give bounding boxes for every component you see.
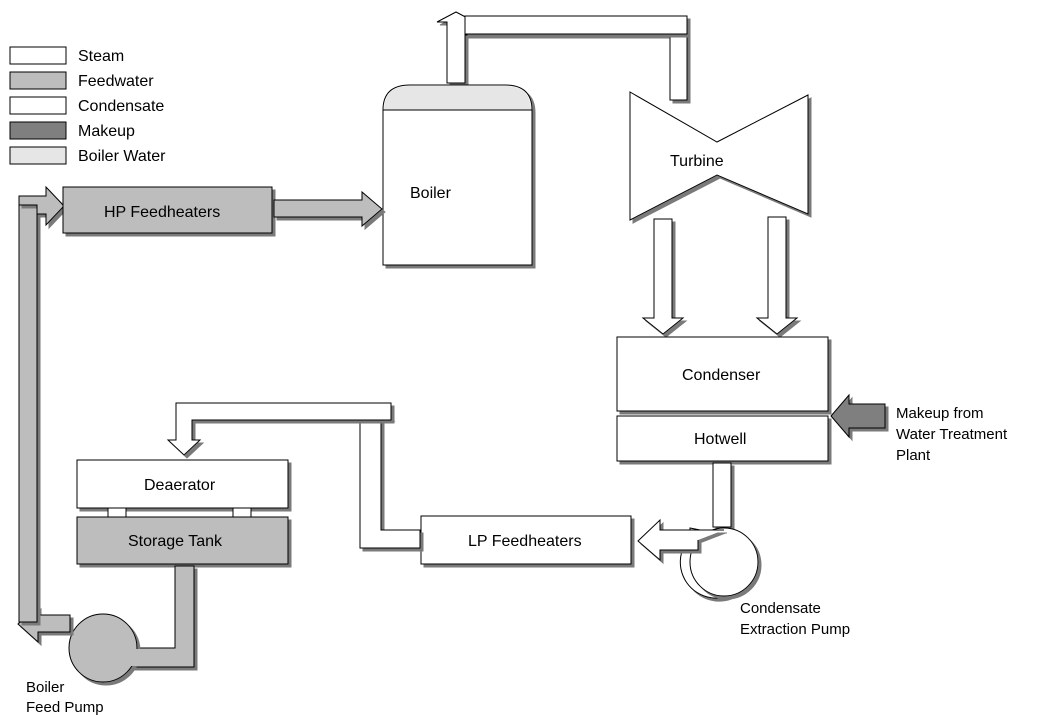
condenser [616, 336, 829, 412]
makeup-label-line3: Plant [896, 447, 931, 464]
condensate-riser-pipe [349, 404, 421, 549]
legend-label-makeup: Makeup [78, 123, 135, 140]
feedwater-arrow-hp-to-boiler [273, 190, 383, 228]
hotwell-label: Hotwell [694, 431, 746, 448]
steam-arrow-turbine-to-condenser-right [755, 216, 799, 335]
storage-tank [76, 516, 289, 565]
boiler-water-dome [384, 86, 531, 110]
lp-feedheaters-label: LP Feedheaters [468, 533, 582, 550]
makeup-arrow [830, 393, 886, 439]
bfp-label-line2: Feed Pump [26, 699, 104, 715]
legend-label-steam: Steam [78, 48, 124, 65]
deaerator-connector-left [107, 507, 127, 518]
legend-label-condensate: Condensate [78, 98, 164, 115]
lp-feedheaters [420, 515, 632, 565]
condensate-top-pipe [166, 402, 392, 456]
condensate-arrow-pump-to-lp [637, 518, 724, 562]
hp-feedheaters-label: HP Feedheaters [104, 204, 220, 221]
legend-swatch-condensate [9, 96, 67, 115]
hotwell [616, 415, 829, 462]
steam-arrow-turbine-to-condenser-left [641, 218, 685, 335]
feedwater-vertical-pipe [18, 203, 38, 623]
deaerator [76, 459, 289, 509]
boiler-label: Boiler [410, 185, 452, 202]
legend-swatch-boiler-water [9, 146, 67, 165]
condensate-pipe-hotwell-to-pump [712, 462, 732, 528]
deaerator-connector-right [232, 507, 252, 518]
boiler-feed-pump [68, 613, 138, 683]
turbine-label: Turbine [670, 153, 724, 170]
turbine [629, 91, 809, 221]
feedwater-arrow-into-hp [18, 185, 65, 227]
cep-casing [689, 527, 759, 597]
condenser-label: Condenser [682, 367, 761, 384]
legend-swatch-feedwater [9, 71, 67, 90]
legend-label-feedwater: Feedwater [78, 73, 154, 90]
bfp-label-line1: Boiler [26, 679, 64, 696]
storage-tank-label: Storage Tank [128, 533, 223, 550]
legend-swatch-steam [9, 46, 67, 65]
legend-swatch-makeup [9, 121, 67, 140]
boiler [382, 84, 533, 266]
cep-label-line1: Condensate [740, 600, 821, 617]
cep-label-line2: Extraction Pump [740, 621, 850, 638]
deaerator-label: Deaerator [144, 477, 216, 494]
hp-feedheaters [62, 186, 273, 234]
legend: Steam Feedwater Condensate Makeup Boiler… [9, 46, 166, 165]
makeup-label-line1: Makeup from [896, 405, 984, 422]
makeup-label-line2: Water Treatment [896, 426, 1008, 443]
legend-label-boiler-water: Boiler Water [78, 148, 166, 165]
